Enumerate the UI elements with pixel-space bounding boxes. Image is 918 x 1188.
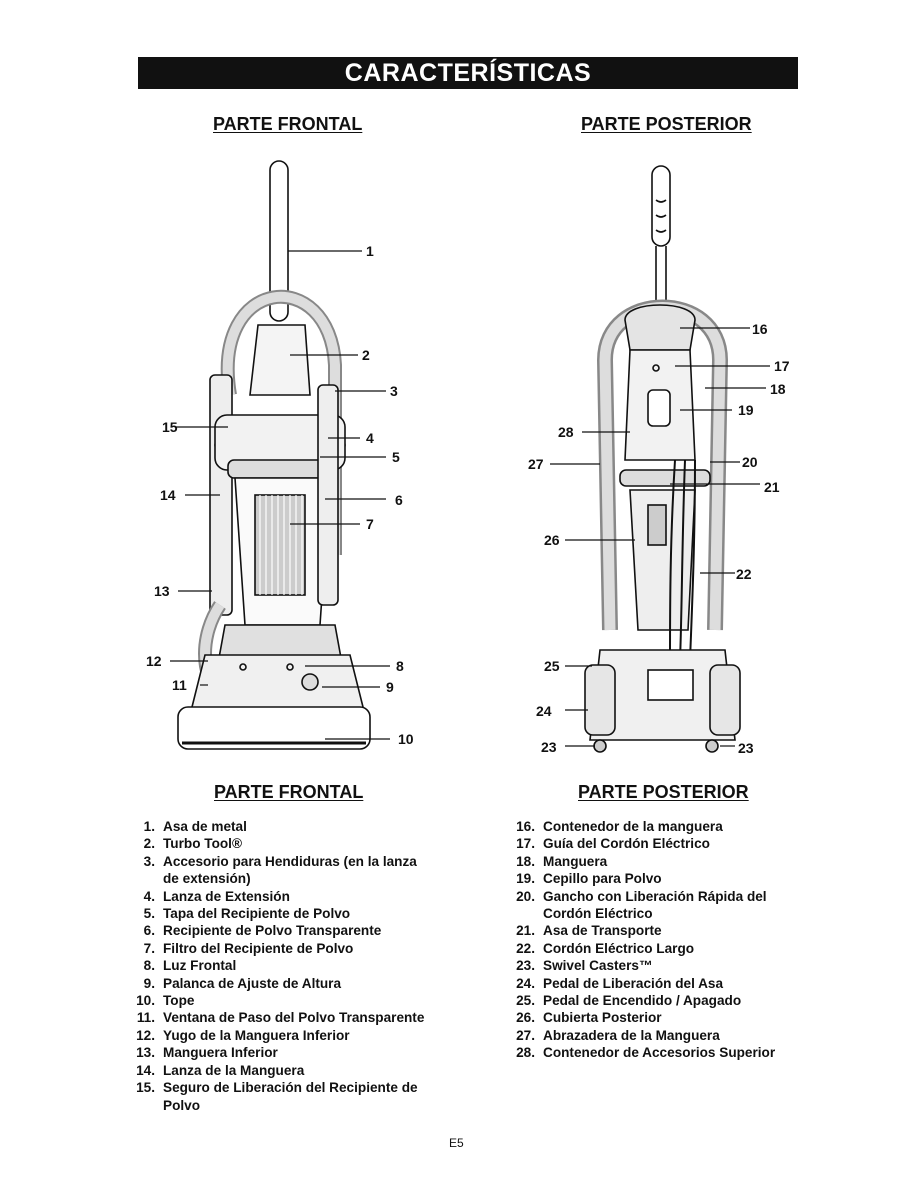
back-parts-list: 16.Contenedor de la manguera 17.Guía del…	[508, 818, 798, 1062]
list-item: 27.Abrazadera de la Manguera	[516, 1027, 720, 1043]
callout-25: 25	[544, 658, 560, 674]
callout-27: 27	[528, 456, 544, 472]
front-bottom-heading: PARTE FRONTAL	[214, 782, 364, 802]
list-item: 3.Accesorio para Hendiduras (en la lanza…	[143, 853, 417, 887]
list-item: 12.Yugo de la Manguera Inferior	[136, 1027, 350, 1043]
list-item: 7.Filtro del Recipiente de Polvo	[143, 940, 354, 956]
callout-19: 19	[738, 402, 754, 418]
callout-15: 15	[162, 419, 178, 435]
callout-13: 13	[154, 583, 170, 599]
front-view-illustration: 1 2 3 4 5 6 7 8 9 10 11 12 13 14 15	[146, 160, 414, 750]
list-item: 14.Lanza de la Manguera	[136, 1062, 305, 1078]
back-view-illustration: 16 17 18 19 20 21 22 23 23 24 25 26 27 2…	[528, 165, 790, 756]
callout-9: 9	[386, 679, 394, 695]
list-item: 28.Contenedor de Accesorios Superior	[516, 1045, 776, 1061]
page-number: E5	[449, 1136, 464, 1150]
callout-24: 24	[536, 703, 552, 719]
list-item: 10.Tope	[136, 993, 195, 1009]
callout-28: 28	[558, 424, 574, 440]
list-item: 26.Cubierta Posterior	[516, 1010, 662, 1026]
list-item: 18.Manguera	[516, 853, 608, 869]
callout-22: 22	[736, 566, 752, 582]
callout-4: 4	[366, 430, 374, 446]
list-item: 15.Seguro de Liberación del Recipiente d…	[136, 1080, 418, 1113]
list-item: 21.Asa de Transporte	[516, 923, 662, 939]
front-parts-list: 1.Asa de metal 2.Turbo Tool® 3.Accesorio…	[128, 818, 428, 1114]
list-item: 17.Guía del Cordón Eléctrico	[516, 836, 710, 852]
callout-3: 3	[390, 383, 398, 399]
list-item: 25.Pedal de Encendido / Apagado	[516, 993, 742, 1009]
list-item: 6.Recipiente de Polvo Transparente	[143, 923, 382, 939]
callout-6: 6	[395, 492, 403, 508]
callout-26: 26	[544, 532, 560, 548]
callout-12: 12	[146, 653, 162, 669]
callout-5: 5	[392, 449, 400, 465]
callout-20: 20	[742, 454, 758, 470]
list-item: 11.Ventana de Paso del Polvo Transparent…	[136, 1010, 425, 1026]
callout-14: 14	[160, 487, 176, 503]
list-item: 23.Swivel Casters™	[516, 958, 653, 974]
callout-11: 11	[172, 677, 187, 693]
list-item: 9.Palanca de Ajuste de Altura	[143, 975, 342, 991]
callout-16: 16	[752, 321, 768, 337]
back-bottom-heading: PARTE POSTERIOR	[578, 782, 749, 802]
callout-7: 7	[366, 516, 374, 532]
list-item: 4.Lanza de Extensión	[143, 888, 290, 904]
list-item: 19.Cepillo para Polvo	[516, 871, 662, 887]
callout-17: 17	[774, 358, 790, 374]
front-top-heading: PARTE FRONTAL	[213, 114, 363, 134]
list-item: 16.Contenedor de la manguera	[516, 819, 723, 834]
callout-2: 2	[362, 347, 370, 363]
list-item: 20.Gancho con Liberación Rápida del Cord…	[516, 888, 767, 922]
back-top-heading: PARTE POSTERIOR	[581, 114, 752, 134]
callout-23-right: 23	[738, 740, 754, 756]
callout-10: 10	[398, 731, 414, 747]
list-item: 5.Tapa del Recipiente de Polvo	[143, 906, 351, 922]
list-item: 8.Luz Frontal	[143, 958, 237, 974]
page-title: CARACTERÍSTICAS	[138, 57, 798, 89]
list-item: 22.Cordón Eléctrico Largo	[516, 940, 695, 956]
callout-21: 21	[764, 479, 780, 495]
list-item: 13.Manguera Inferior	[136, 1045, 278, 1061]
callout-1: 1	[366, 243, 374, 259]
callout-18: 18	[770, 381, 786, 397]
callout-23-left: 23	[541, 739, 557, 755]
list-item: 1.Asa de metal	[143, 819, 247, 834]
callout-8: 8	[396, 658, 404, 674]
list-item: 2.Turbo Tool®	[143, 836, 242, 852]
list-item: 24.Pedal de Liberación del Asa	[516, 975, 724, 991]
